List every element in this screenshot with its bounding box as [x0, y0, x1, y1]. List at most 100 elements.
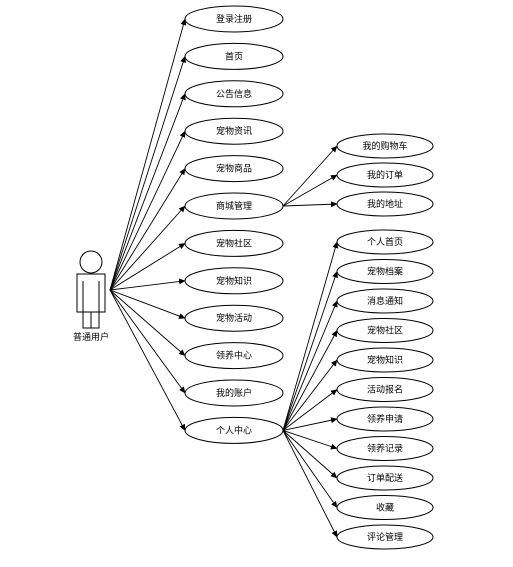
personal-to-sub-arrow [282, 429, 338, 450]
use-case-label: 领养申请 [367, 413, 403, 425]
personal-to-sub-arrow [282, 359, 338, 431]
personal-submenu-use-cases: 个人首页宠物档案消息通知宠物社区宠物知识活动报名领养申请领养记录订单配送收藏评论… [336, 229, 434, 550]
use-case-primary: 登录注册 [184, 5, 284, 33]
use-case-label: 我的购物车 [362, 140, 407, 152]
personal-to-sub-arrow [282, 417, 338, 431]
use-case-label: 宠物商品 [216, 163, 252, 175]
use-case-shop-sub: 我的购物车 [336, 133, 434, 159]
actor-to-use-case-arrow [109, 289, 186, 319]
use-case-label: 领养中心 [216, 350, 252, 362]
actor-head [79, 250, 103, 274]
actor-to-use-case-arrow [109, 289, 186, 431]
use-case-primary: 商城管理 [184, 192, 284, 220]
use-case-primary: 宠物社区 [184, 229, 284, 257]
shop-to-sub-arrow [282, 201, 338, 208]
use-case-ellipse [184, 267, 284, 295]
use-case-label: 登录注册 [216, 13, 252, 25]
use-case-primary: 公告信息 [184, 80, 284, 108]
primary-use-cases: 登录注册首页公告信息宠物资讯宠物商品商城管理宠物社区宠物知识宠物活动领养中心我的… [184, 5, 284, 444]
use-case-label: 商城管理 [216, 200, 252, 212]
use-case-label: 宠物社区 [367, 325, 403, 337]
use-case-ellipse [336, 465, 434, 491]
use-case-ellipse [336, 406, 434, 432]
personal-to-sub-arrow [282, 430, 338, 479]
use-case-shop-sub: 我的地址 [336, 191, 434, 217]
use-case-label: 评论管理 [367, 531, 403, 543]
use-case-personal-sub: 活动报名 [336, 377, 434, 402]
use-case-personal-sub: 个人首页 [336, 229, 434, 255]
use-case-label: 宠物社区 [216, 237, 252, 249]
use-case-label: 公告信息 [216, 88, 252, 100]
actor-label: 普通用户 [73, 331, 109, 343]
use-case-label: 我的账户 [216, 387, 252, 399]
use-case-ellipse [184, 5, 284, 33]
actor-body [76, 273, 106, 313]
use-case-primary: 宠物知识 [184, 267, 284, 295]
use-case-ellipse [336, 347, 434, 373]
use-case-ellipse [336, 162, 434, 188]
actor-to-use-case-arrow [109, 55, 187, 291]
use-case-ellipse [184, 304, 284, 332]
use-case-primary: 宠物活动 [184, 304, 284, 332]
use-case-label: 领养记录 [367, 443, 403, 455]
use-case-label: 宠物活动 [216, 312, 252, 324]
use-case-label: 活动报名 [367, 384, 403, 396]
use-case-personal-sub: 订单配送 [336, 465, 434, 491]
use-case-ellipse [184, 117, 284, 145]
use-case-ellipse [336, 436, 434, 461]
actor-to-use-case-arrow [109, 278, 186, 291]
use-case-ellipse [336, 288, 434, 314]
actor-to-use-case-arrow [109, 93, 186, 291]
use-case-ellipse [336, 191, 434, 217]
use-case-ellipse [184, 80, 284, 108]
use-case-personal-sub: 领养记录 [336, 436, 434, 461]
use-case-label: 宠物知识 [367, 354, 403, 366]
use-case-primary: 宠物商品 [184, 155, 284, 183]
use-case-ellipse [336, 259, 434, 284]
use-case-label: 个人首页 [367, 236, 403, 248]
use-case-ellipse [336, 229, 434, 255]
use-case-personal-sub: 领养申请 [336, 406, 434, 432]
shop-to-sub-arrow [282, 145, 338, 207]
use-case-personal-sub: 宠物社区 [336, 318, 434, 343]
use-case-ellipse [184, 416, 284, 444]
use-case-primary: 我的账户 [184, 379, 284, 407]
personal-to-sub-arrow [282, 430, 338, 538]
use-case-label: 宠物知识 [216, 275, 252, 287]
use-case-ellipse [336, 495, 434, 520]
use-case-ellipse [184, 229, 284, 257]
personal-to-sub-arrow [282, 271, 338, 431]
personal-to-sub-arrow [282, 389, 338, 431]
actor-to-use-case-arrow [109, 205, 186, 291]
actor-to-use-case-arrow [109, 289, 186, 356]
personal-to-sub-arrow [282, 300, 338, 431]
use-case-personal-sub: 消息通知 [336, 288, 434, 314]
use-case-label: 我的订单 [367, 169, 403, 181]
association-lines [109, 18, 339, 538]
use-case-label: 首页 [225, 50, 243, 62]
use-case-shop-sub: 我的订单 [336, 162, 434, 188]
use-case-label: 收藏 [376, 502, 394, 514]
actor-stick-figure: 普通用户 [73, 250, 109, 343]
use-case-personal-sub: 评论管理 [336, 524, 434, 550]
use-case-personal-sub: 宠物档案 [336, 259, 434, 284]
personal-to-sub-arrow [282, 430, 338, 508]
use-case-ellipse [336, 524, 434, 550]
use-case-label: 我的地址 [367, 198, 403, 210]
use-case-primary: 宠物资讯 [184, 117, 284, 145]
personal-to-sub-arrow [282, 330, 338, 431]
use-case-ellipse [184, 192, 284, 220]
use-case-ellipse [184, 342, 284, 370]
shop-to-sub-arrow [282, 174, 338, 207]
actor-to-use-case-arrow [109, 18, 187, 291]
use-case-label: 订单配送 [367, 472, 403, 484]
use-case-primary: 领养中心 [184, 342, 284, 370]
actor-to-use-case-arrow [109, 289, 186, 394]
use-case-ellipse [184, 42, 284, 70]
use-case-primary: 个人中心 [184, 416, 284, 444]
use-case-personal-sub: 收藏 [336, 495, 434, 520]
use-case-label: 宠物资讯 [216, 125, 252, 137]
use-case-personal-sub: 宠物知识 [336, 347, 434, 373]
actor-to-use-case-arrow [109, 168, 186, 291]
